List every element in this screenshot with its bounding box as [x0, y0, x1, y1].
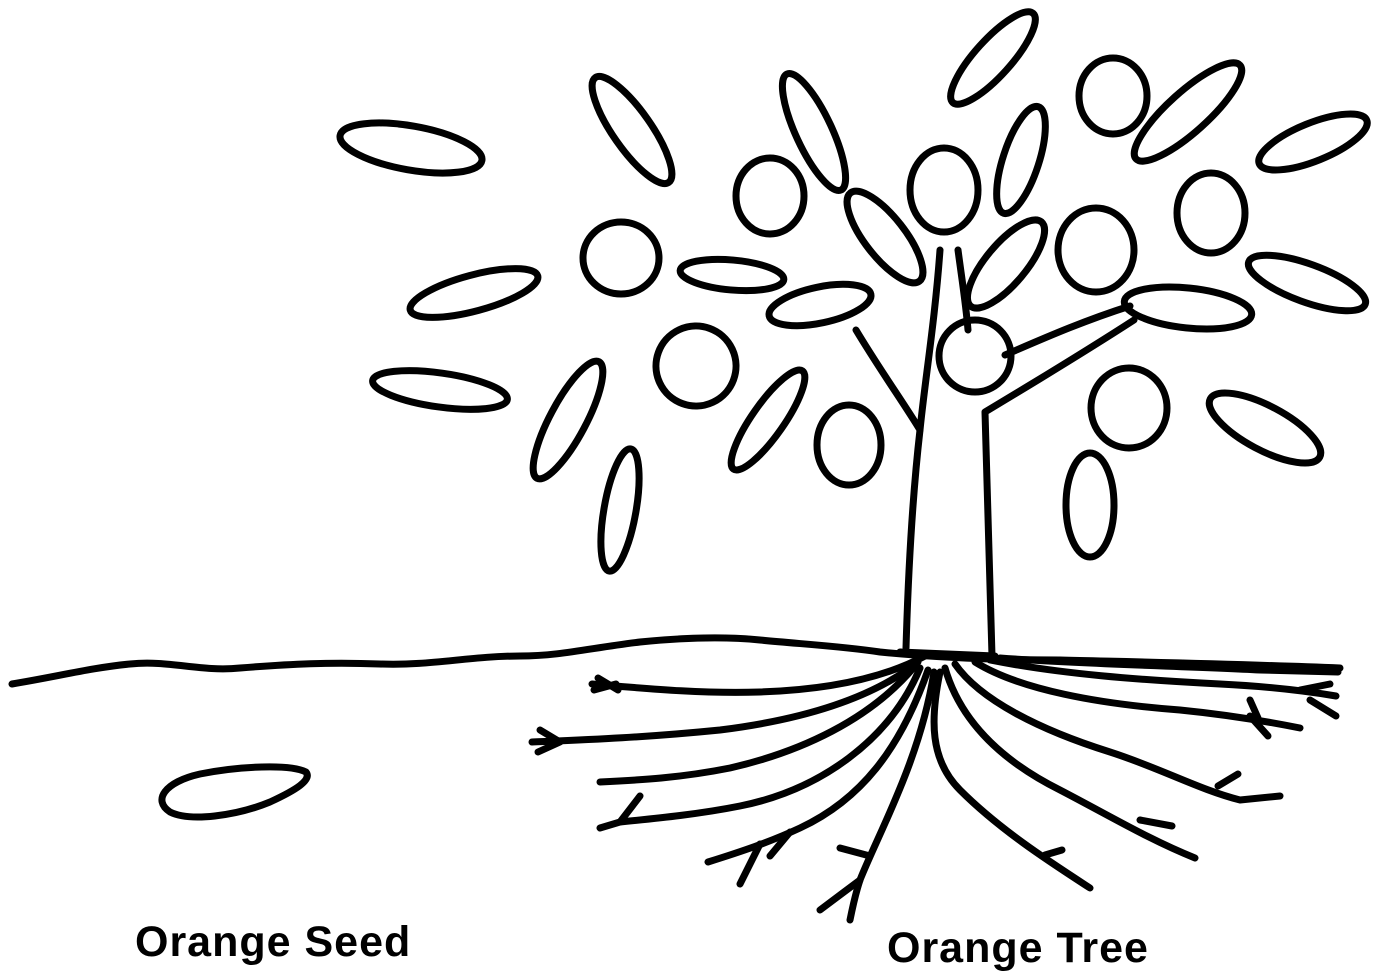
leaf	[771, 66, 858, 197]
tree-roots	[532, 656, 1338, 920]
orange-fruit	[583, 222, 659, 294]
orange-fruit	[1091, 368, 1167, 448]
leaf	[939, 1, 1046, 114]
orange-fruit	[1058, 208, 1134, 292]
tree-caption: Orange Tree	[887, 924, 1149, 973]
leaf	[580, 67, 685, 194]
branch-leaf	[1122, 281, 1253, 334]
orange-fruit	[910, 148, 978, 232]
leaf	[336, 114, 485, 182]
leaf	[835, 181, 935, 294]
leaf	[679, 256, 785, 295]
orange-fruit	[817, 405, 881, 485]
orange-seed	[162, 767, 307, 817]
orange-fruit	[1079, 58, 1147, 134]
orange-fruit	[645, 315, 748, 418]
seed-caption: Orange Seed	[135, 918, 411, 967]
orange-fruit	[939, 320, 1011, 392]
leaf	[1242, 244, 1372, 322]
leaf	[406, 259, 543, 328]
leaf	[521, 353, 615, 486]
orange-fruit	[736, 158, 804, 234]
leaf	[1200, 379, 1330, 476]
leaf	[955, 209, 1056, 319]
leaf	[1252, 103, 1374, 182]
leaf	[370, 364, 509, 417]
leaf	[593, 446, 646, 574]
leaf	[1066, 453, 1114, 557]
orange-fruit	[1177, 173, 1245, 253]
leaf	[987, 101, 1056, 219]
